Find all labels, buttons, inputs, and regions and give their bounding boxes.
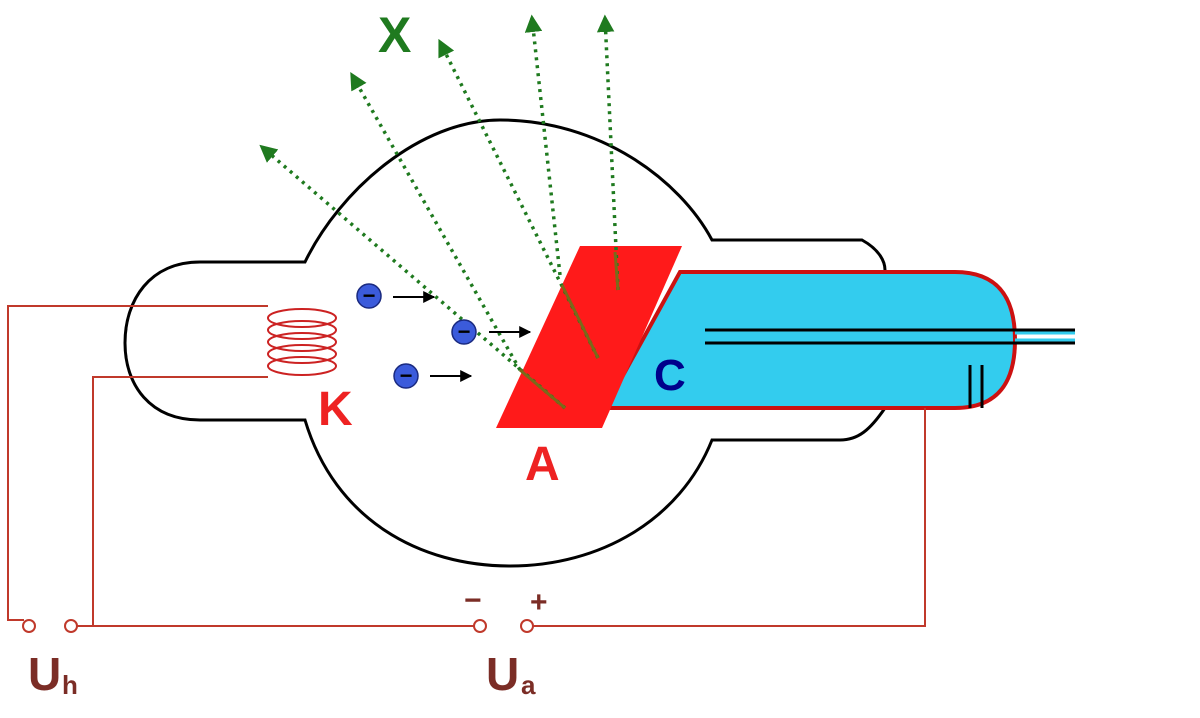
x-ray-beam-on-anode [613,251,620,291]
heater-wire-outer [7,305,268,621]
electron-group: − [393,363,473,389]
x-ray-beam-on-anode [560,284,600,359]
heater-wire-inner [76,376,268,627]
tube-glass-outline [123,118,887,568]
electron-sign: − [363,283,376,308]
heater-voltage-label: U [28,648,61,700]
x-ray-label: X [378,7,411,63]
anode-voltage-label: U [486,648,519,700]
x-ray-beam [259,144,567,410]
terminal-icon [520,619,534,633]
electron-sign: − [458,319,471,344]
electrons: − − − [356,283,532,389]
electron-icon [356,283,382,309]
terminal-icon [473,619,487,633]
minus-sign: − [464,584,482,617]
electron-icon [451,319,477,345]
anode-voltage-subscript: a [521,670,536,700]
circuit-wires [7,305,926,627]
cooling-label: C [654,351,686,400]
electron-group: − [451,319,532,345]
anode-label: A [525,438,560,491]
electron-icon [393,363,419,389]
x-ray-beam [596,14,620,291]
x-ray-beam [524,14,562,276]
terminals [22,619,534,633]
plus-sign: + [530,586,548,619]
cathode-label: K [318,383,353,436]
x-ray-beam [350,71,522,371]
x-ray-beams [259,14,620,410]
anode-supply-wire [532,408,926,627]
electron-sign: − [400,363,413,388]
heater-voltage-subscript: h [62,670,78,700]
terminal-icon [64,619,78,633]
filament-coil-icon [267,308,337,376]
x-ray-beam-on-anode [519,368,566,410]
electron-group: − [356,283,436,309]
terminal-icon [22,619,36,633]
